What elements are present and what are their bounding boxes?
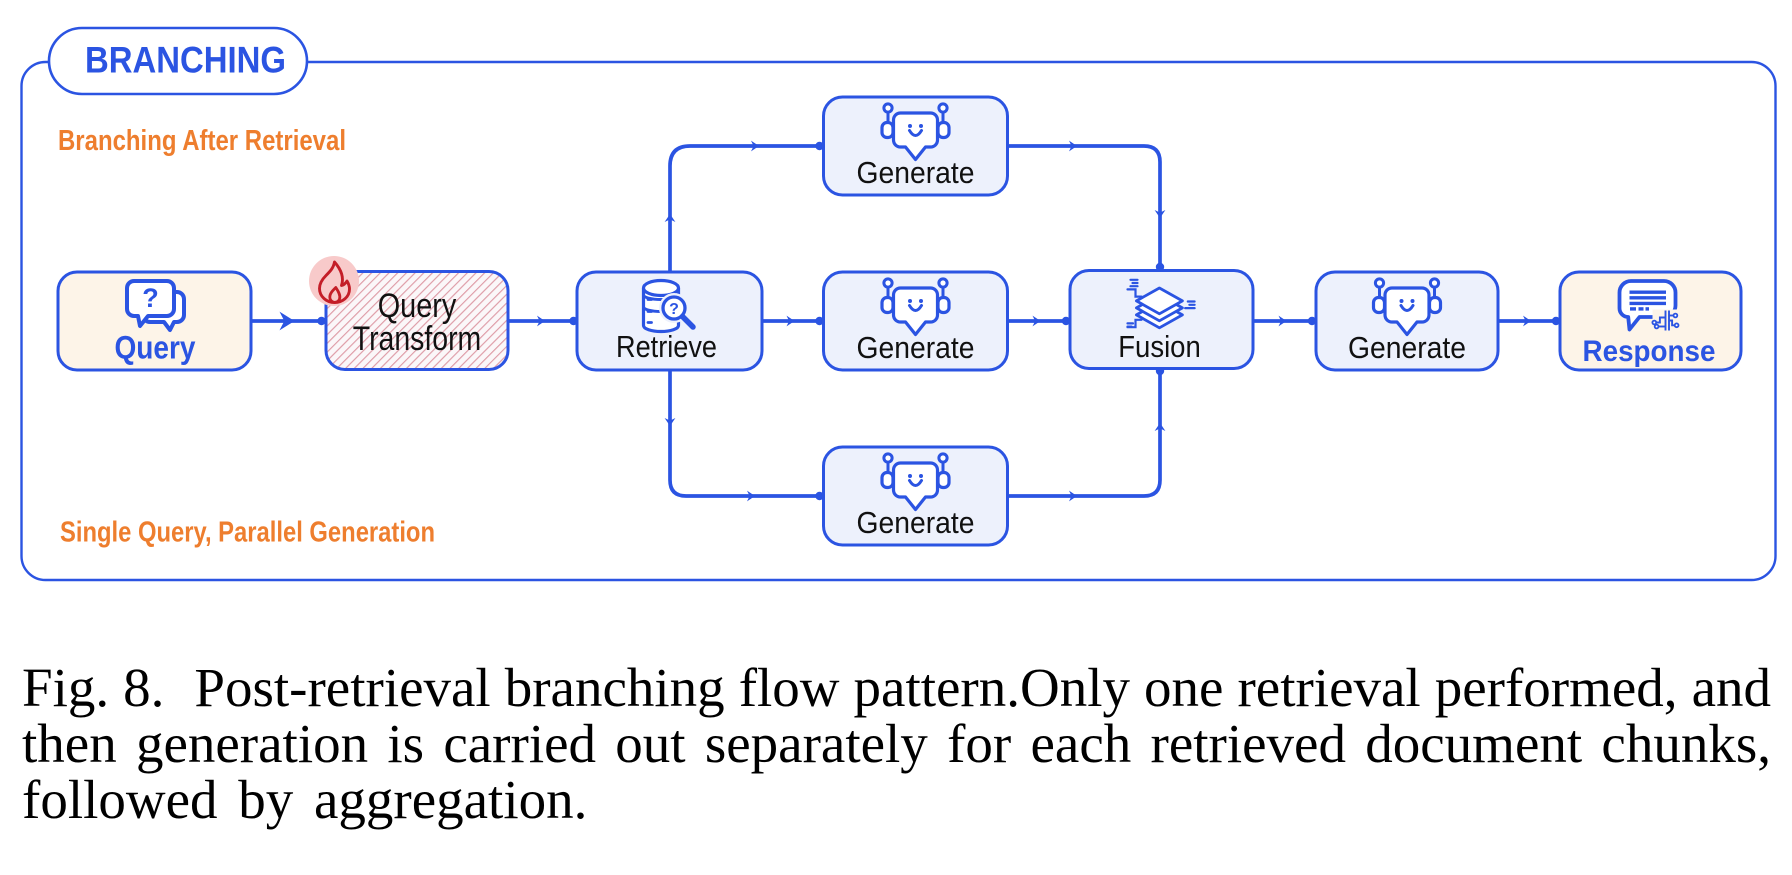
svg-text:Generate: Generate — [857, 156, 975, 190]
svg-text:Fusion: Fusion — [1118, 330, 1201, 364]
svg-text:Generate: Generate — [857, 331, 975, 365]
svg-text:Generate: Generate — [857, 506, 975, 540]
svg-text:?: ? — [669, 301, 679, 318]
svg-text:Transform: Transform — [353, 320, 482, 358]
svg-text:Query: Query — [115, 330, 196, 366]
svg-text:Query: Query — [378, 287, 457, 325]
svg-text:Retrieve: Retrieve — [616, 330, 717, 364]
svg-text:?: ? — [142, 283, 159, 313]
svg-text:Single Query, Parallel Generat: Single Query, Parallel Generation — [60, 517, 435, 549]
svg-text:Branching After Retrieval: Branching After Retrieval — [58, 125, 346, 157]
svg-text:Generate: Generate — [1348, 331, 1466, 365]
svg-text:BRANCHING: BRANCHING — [85, 40, 286, 81]
svg-text:Response: Response — [1583, 335, 1716, 368]
